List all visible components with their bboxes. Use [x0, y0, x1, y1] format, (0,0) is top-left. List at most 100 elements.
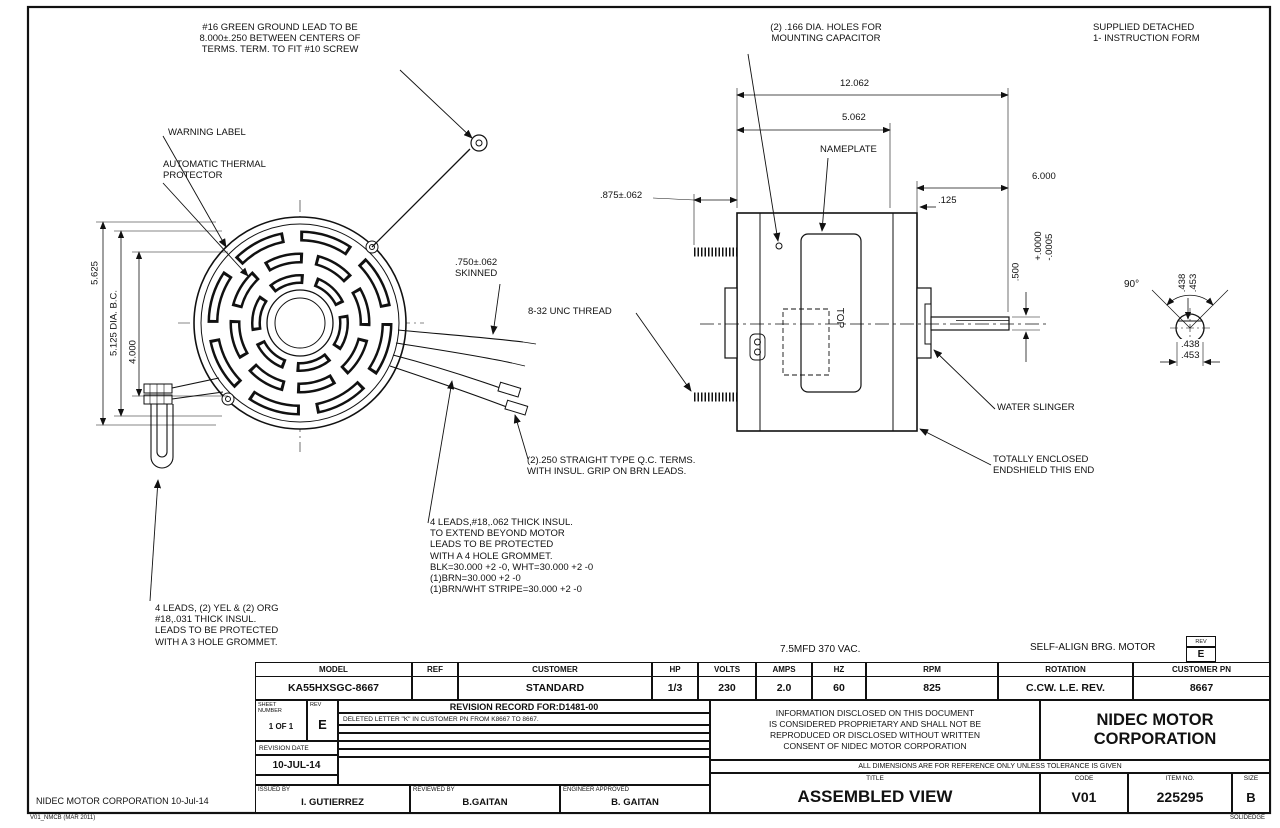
spec-header-amps: AMPS: [756, 662, 812, 677]
item-no-value: 225295: [1156, 789, 1204, 805]
engineer-approved-cell: ENGINEER APPROVED B. GAITAN: [560, 785, 710, 813]
spec-header-hz: HZ: [812, 662, 866, 677]
spec-value-customer: STANDARD: [458, 676, 652, 700]
self-align-note: SELF-ALIGN BRG. MOTOR: [1030, 642, 1156, 653]
dim-875: .875±.062: [600, 190, 643, 201]
capacitor-holes-note: (2) .166 DIA. HOLES FOR MOUNTING CAPACIT…: [770, 22, 882, 45]
spec-value-rotation: C.CW. L.E. REV.: [998, 676, 1133, 700]
ground-lead-wire: [371, 134, 488, 248]
dim-5625: 5.625: [89, 261, 101, 285]
dim-flat-vertical: .438 .453: [1176, 273, 1199, 293]
reviewed-by-label: REVIEWED BY: [413, 787, 455, 793]
revision-record-empty-row: [338, 725, 710, 733]
dim-90deg: 90°: [1124, 279, 1140, 290]
thermal-protector-note: AUTOMATIC THERMAL PROTECTOR: [163, 159, 266, 182]
shaft: [930, 316, 1010, 331]
spec-value-rpm: 825: [866, 676, 998, 700]
code-label: CODE: [1074, 775, 1094, 782]
rev-floating-label: REV: [1186, 636, 1216, 647]
revision-record-empty-row: [338, 733, 710, 741]
rev-cell: REV E: [307, 700, 338, 741]
revision-record-empty-row: [338, 741, 710, 749]
footer-right-note: SOLIDEDGE: [1230, 815, 1266, 821]
sheet-number-cell: SHEET NUMBER 1 OF 1: [255, 700, 307, 741]
leader-lines: [149, 53, 996, 602]
spec-value-ref: [412, 676, 458, 700]
size-value: B: [1246, 789, 1256, 805]
size-label: SIZE: [1243, 775, 1259, 782]
spec-header-model: MODEL: [255, 662, 412, 677]
warning-label-note: WARNING LABEL: [168, 127, 246, 138]
four-hole-grommet-note: 4 LEADS,#18,.062 THICK INSUL. TO EXTEND …: [430, 517, 594, 596]
dim-shaft-tolerance: +.0000 -.0005: [1032, 231, 1055, 261]
revision-empty-cell: [255, 775, 338, 785]
code-value: V01: [1071, 789, 1097, 805]
spec-value-model: KA55HXSGC-8667: [255, 676, 412, 700]
code-cell: CODE V01: [1040, 773, 1128, 813]
issued-by-value: I. GUTIERREZ: [301, 796, 364, 808]
title-value: ASSEMBLED VIEW: [797, 787, 953, 806]
spec-header-volts: VOLTS: [698, 662, 756, 677]
rev-value: E: [318, 717, 327, 732]
dim-125: .125: [938, 195, 957, 206]
dim-6000: 6.000: [1032, 171, 1056, 182]
revision-record-empty-area: [338, 757, 710, 785]
capacitor-mount-hole: [775, 242, 783, 250]
nameplate-note: NAMEPLATE: [820, 144, 877, 155]
revision-note: DELETED LETTER "K" IN CUSTOMER PN FROM K…: [338, 713, 710, 725]
spec-header-rpm: RPM: [866, 662, 998, 677]
revision-date-value: 10-JUL-14: [255, 755, 338, 775]
dim-flat-horizontal: .438 .453: [1179, 339, 1202, 362]
item-no-cell: ITEM NO. 225295: [1128, 773, 1232, 813]
corner-note: NIDEC MOTOR CORPORATION 10-Jul-14: [36, 796, 209, 806]
nameplate-outline: [800, 233, 862, 393]
dim-5125-bc: 5.125 DIA. B.C.: [108, 289, 120, 357]
spec-header-customer: CUSTOMER: [458, 662, 652, 677]
spec-value-hz: 60: [812, 676, 866, 700]
issued-by-cell: ISSUED BY I. GUTIERREZ: [255, 785, 410, 813]
issued-by-label: ISSUED BY: [258, 787, 291, 793]
endshield-note: TOTALLY ENCLOSED ENDSHIELD THIS END: [993, 454, 1095, 477]
nameplate-top-label: TOP: [833, 307, 845, 329]
lead-wires: [389, 329, 537, 416]
supplied-detached-note: SUPPLIED DETACHED 1- INSTRUCTION FORM: [1093, 22, 1200, 45]
sheet-number-label: SHEET NUMBER: [258, 702, 282, 715]
spec-header-rotation: ROTATION: [998, 662, 1133, 677]
sheet-number-value: 1 OF 1: [268, 722, 294, 731]
dim-5062: 5.062: [840, 112, 868, 124]
frame-border: [26, 5, 1272, 815]
dim-4000: 4.000: [127, 340, 139, 364]
unc-thread-note: 8-32 UNC THREAD: [528, 306, 612, 317]
spec-value-customer-pn: 8667: [1133, 676, 1270, 700]
spec-header-ref: REF: [412, 662, 458, 677]
front-view: [178, 200, 424, 452]
water-slinger-note: WATER SLINGER: [997, 402, 1075, 413]
skinned-note: .750±.062 SKINNED: [455, 257, 498, 280]
revision-date-label: REVISION DATE: [255, 741, 338, 755]
spec-header-hp: HP: [652, 662, 698, 677]
size-cell: SIZE B: [1232, 773, 1270, 813]
dimension-lines: [96, 88, 1220, 426]
ground-lead-note: #16 GREEN GROUND LEAD TO BE 8.000±.250 B…: [199, 22, 361, 56]
reviewed-by-cell: REVIEWED BY B.GAITAN: [410, 785, 560, 813]
dim-500: .500: [1010, 262, 1022, 282]
rev-floating-value: E: [1186, 647, 1216, 662]
revision-record-empty-row: [338, 749, 710, 757]
tolerance-note: ALL DIMENSIONS ARE FOR REFERENCE ONLY UN…: [710, 760, 1270, 773]
footer-left-note: V01_NMCB (MAR 2011): [30, 815, 96, 821]
company-name: NIDEC MOTOR CORPORATION: [1040, 700, 1270, 760]
proprietary-notice: INFORMATION DISCLOSED ON THIS DOCUMENT I…: [710, 700, 1040, 760]
title-cell: TITLE ASSEMBLED VIEW: [710, 773, 1040, 813]
title-label: TITLE: [866, 775, 884, 782]
capacitor-rating-note: 7.5MFD 370 VAC.: [780, 644, 861, 655]
engineer-approved-value: B. GAITAN: [611, 796, 659, 808]
three-hole-grommet-note: 4 LEADS, (2) YEL & (2) ORG #18,.031 THIC…: [155, 603, 279, 648]
item-no-label: ITEM NO.: [1165, 775, 1195, 782]
reviewed-by-value: B.GAITAN: [462, 796, 508, 808]
engineer-approved-label: ENGINEER APPROVED: [563, 787, 630, 793]
spec-value-amps: 2.0: [756, 676, 812, 700]
spec-value-volts: 230: [698, 676, 756, 700]
spec-value-hp: 1/3: [652, 676, 698, 700]
